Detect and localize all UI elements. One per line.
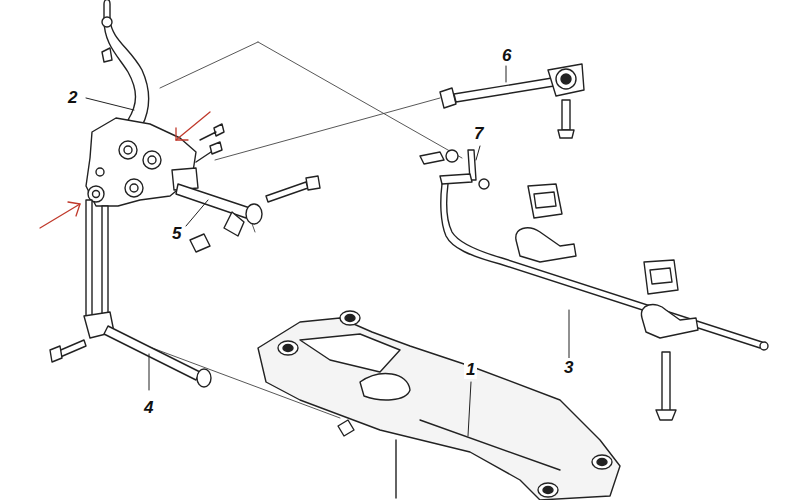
callout-number: 2	[66, 88, 79, 107]
callout-number: 4	[142, 398, 155, 417]
callout-number: 5	[170, 224, 183, 243]
trailing-link	[440, 64, 584, 138]
leader-lines	[86, 66, 569, 436]
strut	[84, 200, 114, 338]
lower-link	[50, 326, 211, 387]
stabilizer-link	[420, 150, 489, 189]
subframe	[258, 311, 620, 500]
red-arrows	[40, 112, 210, 228]
callout-number: 3	[562, 358, 575, 377]
callout-number: 1	[464, 360, 477, 379]
knuckle	[86, 0, 222, 206]
arm	[176, 124, 320, 252]
callout-number: 6	[500, 46, 513, 65]
callout-number: 7	[472, 124, 485, 143]
